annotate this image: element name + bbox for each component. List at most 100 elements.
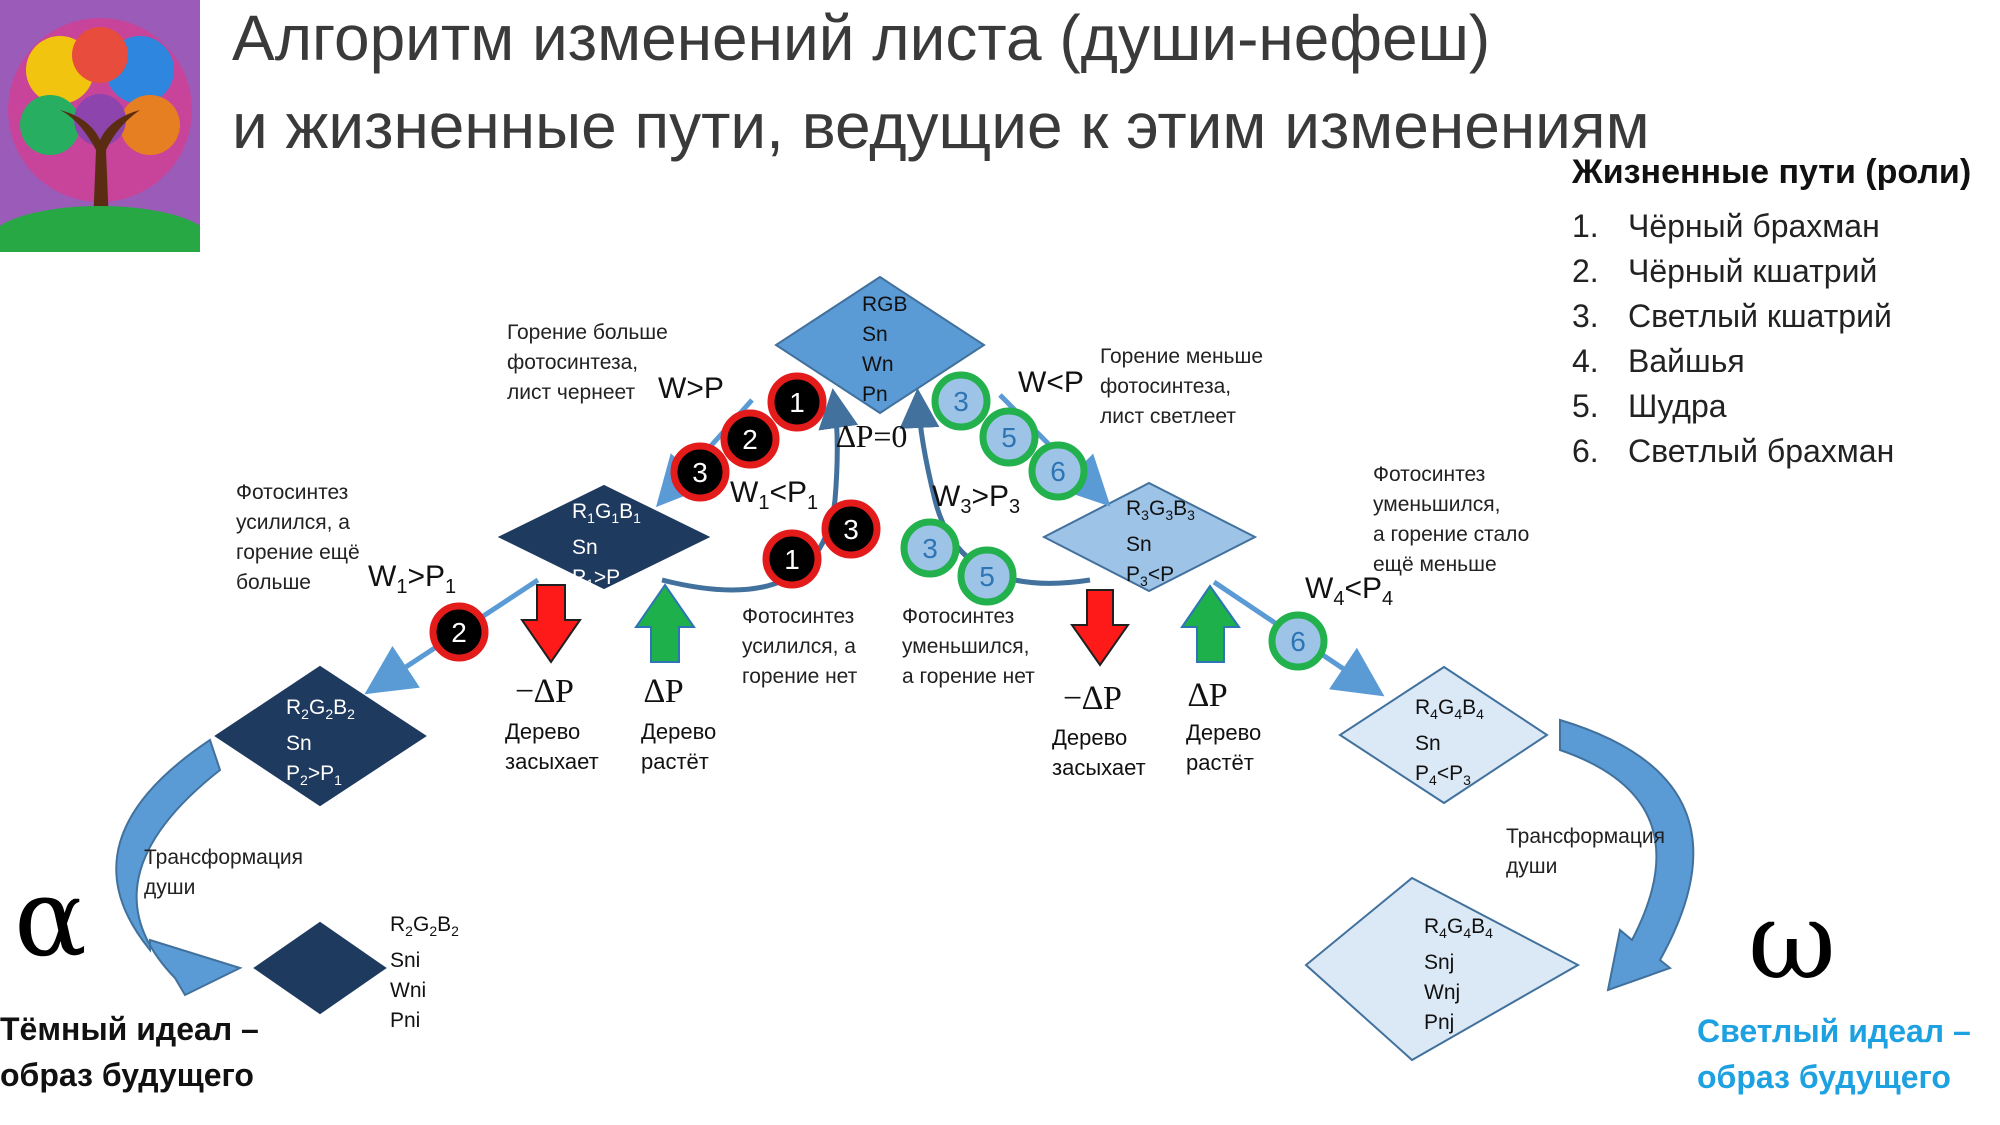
w-lt-p-label: W<P (1018, 366, 1084, 399)
dark-ideal-line-4: Pni (390, 1009, 421, 1033)
plus-dp-right: ∆P (1188, 677, 1228, 714)
role-number: 1. (1572, 208, 1599, 244)
dark-ideal-node-text: R2G2B2 Sni Wni Pni (390, 910, 459, 1036)
node-d1 (497, 484, 711, 590)
left-mid-note: Фотосинтез усилился, а горение ещё больш… (236, 481, 360, 594)
role-number: 3. (1572, 298, 1599, 334)
center-right-note: Фотосинтез уменьшился, а горение нет (902, 605, 1035, 688)
green-up-arrow-left (634, 583, 696, 663)
left-top-note: Горение больше фотосинтеза, лист чернеет (507, 321, 668, 404)
dark-ideal-line-2: Sni (390, 949, 421, 973)
badge-4-label: 3 (843, 514, 859, 545)
node-d4-sn: Sn (1415, 732, 1441, 756)
badge-6-label: 3 (953, 386, 969, 417)
role-number: 4. (1572, 343, 1599, 379)
center-node-text: RGB Sn Wn Pn (862, 290, 908, 410)
dark-ideal-rgb: R2G2B2 (390, 913, 459, 940)
node-d4-text: R4G4B4 Sn P4<P3 (1415, 693, 1484, 795)
node-d4 (1338, 665, 1549, 805)
badge-5-label: 1 (784, 544, 800, 575)
node-d3-p: P3<P (1126, 563, 1175, 590)
title-line-1: Алгоритм изменений листа (души-нефеш) (232, 2, 1491, 74)
badge-12-label: 6 (1290, 626, 1306, 657)
dark-ideal-caption: Тёмный идеал – образ будущего (0, 1011, 259, 1093)
badge-10: 5 (957, 546, 1017, 606)
badge-5: 1 (762, 529, 822, 589)
role-item: 2. Чёрный кшатрий (1572, 249, 1894, 294)
right-top-note: Горение меньше фотосинтеза, лист светлее… (1100, 345, 1264, 428)
node-d4-p: P4<P3 (1415, 762, 1471, 789)
badge-12: 6 (1268, 611, 1328, 671)
node-d3 (1041, 481, 1258, 593)
right-mid-note: Фотосинтез уменьшился, а горение стало е… (1373, 463, 1530, 576)
role-number: 2. (1572, 253, 1599, 289)
light-ideal-line-2: Snj (1424, 951, 1455, 975)
badge-4: 3 (821, 499, 881, 559)
arc-d3-to-center (899, 388, 1091, 586)
role-number: 6. (1572, 433, 1599, 469)
transform-note-left: Трансформация души (144, 846, 303, 899)
page-title: Алгоритм изменений листа (души-нефеш) и … (232, 0, 1650, 170)
role-label: Светлый брахман (1628, 433, 1895, 469)
badge-2-label: 2 (742, 424, 758, 455)
badge-8: 6 (1028, 441, 1088, 501)
tree-grows-right: Дерево растёт (1186, 720, 1262, 775)
dark-ideal-node (253, 921, 387, 1015)
node-d1-sn: Sn (572, 536, 598, 560)
title-line-2: и жизненные пути, ведущие к этим изменен… (232, 90, 1650, 162)
center-line-3: Wn (862, 353, 894, 376)
center-node (774, 275, 986, 415)
transform-arrow-left (115, 738, 243, 997)
role-item: 5.Шудра (1572, 384, 1894, 429)
badge-9-label: 3 (922, 533, 938, 564)
center-line-4: Pn (862, 383, 888, 406)
node-d2-rgb: R2G2B2 (286, 696, 355, 723)
node-d3-rgb: R3G3B3 (1126, 497, 1195, 524)
badge-7-label: 5 (1001, 422, 1017, 453)
node-d1-text: R1G1B1 Sn P1>P (572, 497, 641, 599)
role-label: Вайшья (1628, 343, 1745, 379)
role-item: 4. Вайшья (1572, 339, 1894, 384)
eq-w3-gt-p3: W3>P3 (932, 480, 1021, 518)
green-up-arrow-right (1180, 584, 1241, 663)
light-ideal-line-3: Wnj (1424, 981, 1461, 1005)
node-d2-p: P2>P1 (286, 762, 342, 789)
red-down-arrow-left (520, 584, 582, 664)
minus-dp-left: −∆P (515, 673, 574, 710)
eq-w4-lt-p4: W4<P4 (1305, 572, 1394, 610)
badge-11: 2 (429, 602, 489, 662)
role-label: Чёрный кшатрий (1628, 253, 1878, 289)
badge-3-label: 3 (692, 457, 708, 488)
plus-dp-left: ∆P (644, 673, 684, 710)
node-d3-sn: Sn (1126, 533, 1152, 557)
light-ideal-caption: Светлый идеал – образ будущего (1697, 1013, 1971, 1095)
role-item: 1.Чёрный брахман (1572, 204, 1894, 249)
center-line-1: RGB (862, 293, 908, 316)
omega-symbol: ω (1748, 879, 1837, 1004)
tree-dries-left: Дерево засыхает (505, 719, 599, 774)
alpha-symbol: α (14, 856, 87, 981)
center-left-note: Фотосинтез усилился, а горение нет (742, 605, 858, 688)
center-line-2: Sn (862, 323, 888, 346)
light-ideal-line-4: Pnj (1424, 1011, 1455, 1035)
eq-w1-gt-p1: W1>P1 (368, 560, 457, 598)
transform-arrow-right (1559, 718, 1695, 992)
role-item: 3. Светлый кшатрий (1572, 294, 1894, 339)
light-ideal-rgb: R4G4B4 (1424, 915, 1493, 942)
transform-note-right: Трансформация души (1506, 825, 1665, 878)
red-down-arrow-right (1070, 589, 1130, 667)
role-item: 6. Светлый брахман (1572, 429, 1894, 474)
role-label: Светлый кшатрий (1628, 298, 1892, 334)
node-d2 (214, 665, 427, 807)
badge-6: 3 (931, 371, 991, 431)
node-d2-sn: Sn (286, 732, 312, 756)
tree-dries-right: Дерево засыхает (1052, 725, 1146, 780)
node-d1-p: P1>P (572, 566, 621, 593)
badge-10-label: 5 (979, 561, 995, 592)
node-d2-text: R2G2B2 Sn P2>P1 (286, 693, 355, 795)
eq-w1-lt-p1: W1<P1 (730, 476, 819, 514)
node-d1-rgb: R1G1B1 (572, 500, 641, 527)
dark-ideal-line-3: Wni (390, 979, 427, 1003)
w-gt-p-label: W>P (658, 372, 724, 405)
